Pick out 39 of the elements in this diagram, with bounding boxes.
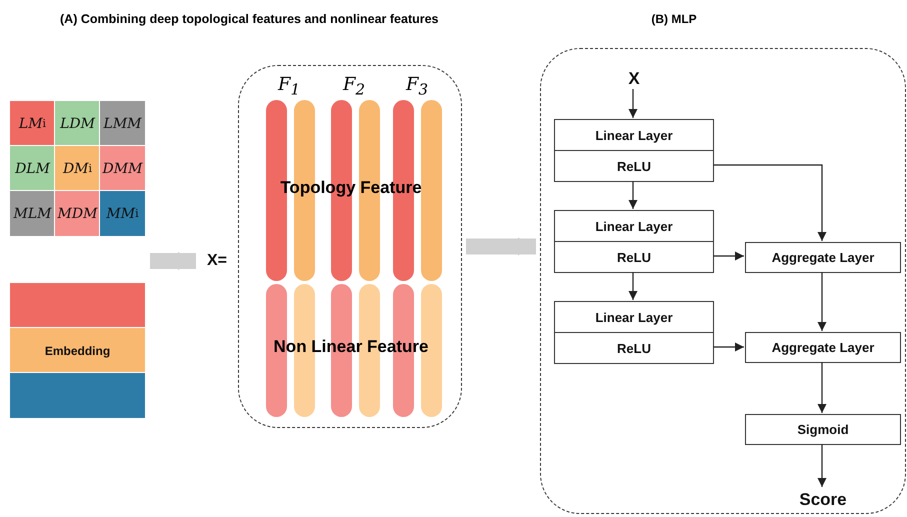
matrix-cell: DLM <box>10 146 55 191</box>
arrow <box>628 181 638 209</box>
layer-box: Linear Layer <box>554 119 714 151</box>
matrix-cell: LDM <box>55 101 100 146</box>
panel-heading: (B) MLP <box>650 12 698 26</box>
arrow <box>713 164 826 241</box>
matrix-cell: MLM <box>10 191 55 236</box>
arrow <box>818 444 826 487</box>
layer-box: Aggregate Layer <box>745 332 901 363</box>
block-arrow <box>150 252 196 270</box>
layer-box: Aggregate Layer <box>745 242 901 273</box>
arrow <box>818 362 826 413</box>
matrix-cell: DMM <box>100 146 145 191</box>
feature-label: Non Linear Feature <box>272 337 430 358</box>
feature-index: F$_{1}$ <box>276 74 302 99</box>
flow-label: Score <box>787 488 859 512</box>
embedding-band <box>10 373 145 418</box>
layer-box: ReLU <box>554 150 714 182</box>
layer-box: Sigmoid <box>745 414 901 445</box>
arrow <box>628 89 638 118</box>
layer-box: Linear Layer <box>554 210 714 242</box>
dashed-panel <box>238 65 462 428</box>
layer-box: Linear Layer <box>554 301 714 333</box>
layer-box: ReLU <box>554 332 714 364</box>
block-arrow <box>466 238 536 256</box>
arrow <box>628 272 638 300</box>
arrow <box>713 342 744 352</box>
embedding-band <box>10 283 145 328</box>
flow-label: X <box>621 67 647 90</box>
feature-index: F$_{3}$ <box>404 74 430 99</box>
matrix-cell: LMM <box>100 101 145 146</box>
embedding-band: Embedding <box>10 328 145 373</box>
panel-heading: (A) Combining deep topological features and nonlinear features <box>60 12 439 26</box>
layer-box: ReLU <box>554 241 714 273</box>
arrow <box>818 272 826 331</box>
equation-label: X= <box>200 248 234 274</box>
feature-index: F$_{2}$ <box>342 74 366 99</box>
arrow <box>713 252 744 260</box>
matrix-cell: MDM <box>55 191 100 236</box>
